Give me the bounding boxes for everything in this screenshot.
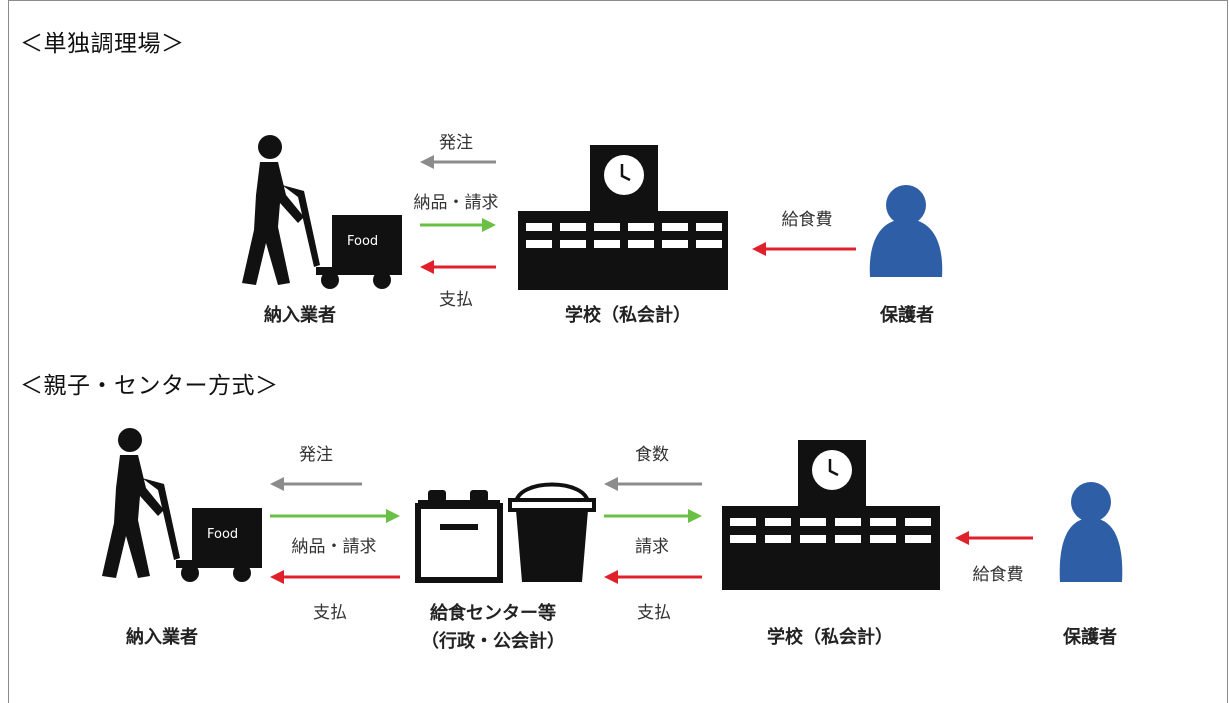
meal-fee-label: 給食費 — [781, 210, 833, 230]
payment-arrow-center-left — [270, 570, 400, 584]
contractor-cart-icon-center: Food — [94, 428, 264, 583]
school-label-center: 学校（私会計） — [767, 627, 893, 648]
center-label-line1: 給食センター等 — [430, 603, 556, 624]
payment-label: 支払 — [439, 290, 473, 310]
contractor-label-center: 納入業者 — [126, 627, 198, 648]
diagram-frame — [8, 0, 1228, 703]
order-arrow-center — [270, 477, 362, 491]
meal-fee-arrow-center — [955, 531, 1033, 545]
school-building-icon-center — [722, 440, 940, 590]
meal-count-label: 食数 — [635, 445, 669, 465]
contractor-label: 納入業者 — [264, 305, 336, 326]
order-label: 発注 — [439, 133, 473, 153]
invoice-arrow — [604, 509, 702, 523]
guardian-person-icon-center — [1058, 480, 1124, 586]
food-container-icon — [412, 478, 596, 588]
meal-fee-label-center: 給食費 — [972, 565, 1024, 585]
meal-fee-arrow — [752, 242, 856, 256]
delivery-arrow — [420, 218, 496, 232]
guardian-label-center: 保護者 — [1063, 627, 1117, 648]
food-box-label-center: Food — [207, 527, 238, 542]
order-label-center: 発注 — [299, 445, 333, 465]
school-label: 学校（私会計） — [565, 305, 691, 326]
contractor-cart-icon: Food — [234, 135, 404, 290]
school-building-icon — [518, 145, 728, 290]
payment-arrow — [420, 260, 496, 274]
delivery-label-center: 納品・請求 — [291, 537, 377, 557]
food-box-label: Food — [347, 234, 378, 249]
meal-count-arrow — [604, 477, 702, 491]
delivery-arrow-center — [270, 509, 400, 523]
center-label: 給食センター等 （行政・公会計） — [421, 600, 565, 656]
guardian-label: 保護者 — [880, 305, 934, 326]
payment-label-center-right: 支払 — [637, 603, 671, 623]
invoice-label: 請求 — [635, 537, 669, 557]
section-heading-center: ＜親子・センター方式＞ — [20, 373, 279, 399]
center-label-line2: （行政・公会計） — [421, 631, 565, 652]
section-heading-single: ＜単独調理場＞ — [20, 31, 185, 57]
order-arrow — [420, 155, 496, 169]
delivery-label: 納品・請求 — [413, 193, 499, 213]
payment-arrow-center-right — [604, 570, 702, 584]
payment-label-center-left: 支払 — [313, 603, 347, 623]
guardian-person-icon — [868, 185, 944, 285]
